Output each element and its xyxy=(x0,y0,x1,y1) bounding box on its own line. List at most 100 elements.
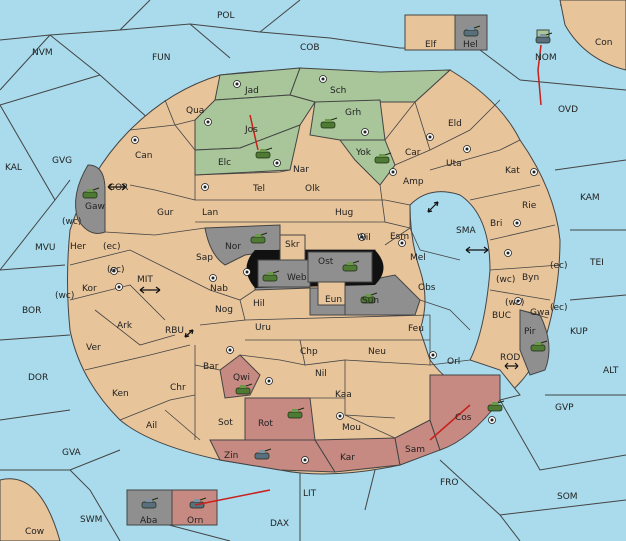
fleet-unit-icon[interactable] xyxy=(254,448,272,460)
sea-label-som: SOM xyxy=(557,492,578,502)
land-label-cow: Cow xyxy=(25,527,44,537)
sea-label-bor: BOR xyxy=(22,306,41,316)
land-label-sun: Sun xyxy=(362,296,379,306)
province-elf[interactable] xyxy=(404,14,456,51)
land-label-sot: Sot xyxy=(218,418,233,428)
sea-label-mvu: MVU xyxy=(35,243,56,253)
order-arrow-nom xyxy=(537,44,542,106)
sea-label-gvg: GVG xyxy=(52,156,72,166)
supply-center-icon xyxy=(504,249,512,257)
land-label-esm: Esm xyxy=(390,232,409,242)
supply-center-icon xyxy=(204,118,212,126)
land-label-uta: Uta xyxy=(446,159,462,169)
province-grh[interactable] xyxy=(309,99,386,141)
fleet-unit-icon[interactable] xyxy=(535,32,553,44)
land-label-orn: Orn xyxy=(187,516,203,526)
supply-centers xyxy=(110,75,538,464)
land-label-gur: Gur xyxy=(157,208,174,218)
army-unit-icon[interactable] xyxy=(374,152,392,164)
coast-label-byn-wc: (wc) xyxy=(496,275,515,285)
land-label-aba: Aba xyxy=(140,516,157,526)
land-label-nog: Nog xyxy=(215,305,233,315)
fleet-unit-icon[interactable] xyxy=(463,25,481,37)
army-unit-icon[interactable] xyxy=(287,407,305,419)
army-unit-icon[interactable] xyxy=(530,340,548,352)
land-label-mou: Mou xyxy=(342,423,361,433)
land-label-bar: Bar xyxy=(203,362,219,372)
province-gaw[interactable] xyxy=(75,164,106,234)
land-label-ver: Ver xyxy=(86,343,101,353)
land-label-pir: Pir xyxy=(524,327,536,337)
supply-center-icon xyxy=(488,416,496,424)
army-unit-icon[interactable] xyxy=(82,187,100,199)
province-yok[interactable] xyxy=(339,139,396,186)
army-unit-icon[interactable] xyxy=(235,383,253,395)
fleet-unit-icon[interactable] xyxy=(141,497,159,509)
land-label-bri: Bri xyxy=(490,219,502,229)
sea-label-gor: GOR xyxy=(108,183,128,193)
sea-label-rod: ROD xyxy=(500,353,520,363)
land-label-olk: Olk xyxy=(305,184,321,194)
army-unit-icon[interactable] xyxy=(342,260,360,272)
army-unit-icon[interactable] xyxy=(320,117,338,129)
sea-label-lit: LIT xyxy=(303,489,317,499)
supply-center-icon xyxy=(209,274,217,282)
land-label-qwi: Qwi xyxy=(233,373,250,383)
passage-arrows xyxy=(107,183,519,370)
supply-center-icon xyxy=(201,183,209,191)
supply-center-icon xyxy=(336,412,344,420)
coast-label-gwa-ec: (ec) xyxy=(550,303,568,313)
land-label-gwa: Gwa xyxy=(530,308,550,318)
land-label-elf: Elf xyxy=(425,40,437,50)
land-label-can: Can xyxy=(135,151,153,161)
land-label-her: Her xyxy=(70,242,86,252)
land-label-uru: Uru xyxy=(255,323,271,333)
land-label-qua: Qua xyxy=(186,106,204,116)
supply-center-icon xyxy=(530,168,538,176)
province-ost-inner[interactable] xyxy=(307,251,373,283)
land-label-byn: Byn xyxy=(522,273,539,283)
land-label-car: Car xyxy=(405,148,421,158)
land-label-grh: Grh xyxy=(345,108,361,118)
land-label-chp: Chp xyxy=(300,347,318,357)
land-borders xyxy=(69,69,561,441)
land-label-rie: Rie xyxy=(522,201,537,211)
supply-center-icon xyxy=(514,297,522,305)
land-label-zin: Zin xyxy=(224,451,238,461)
land-label-ost: Ost xyxy=(318,257,334,267)
sea-label-mit: MIT xyxy=(137,275,153,285)
army-unit-icon[interactable] xyxy=(250,232,268,244)
province-qwi[interactable] xyxy=(219,354,261,399)
units xyxy=(82,25,553,509)
supply-center-icon xyxy=(265,377,273,385)
supply-center-icon xyxy=(398,239,406,247)
coast-label-byn-ec: (ec) xyxy=(550,261,568,271)
land-label-jad: Jad xyxy=(244,86,259,96)
army-unit-icon[interactable] xyxy=(255,147,273,159)
province-pir[interactable] xyxy=(519,309,550,376)
land-label-sch: Sch xyxy=(330,86,346,96)
land-label-kaa: Kaa xyxy=(335,390,352,400)
province-eun-inner[interactable] xyxy=(317,281,346,306)
land-label-lan: Lan xyxy=(202,208,218,218)
labels: POL NVM FUN COB OVD KAL GVG GOR MVU MIT … xyxy=(5,11,619,537)
land-label-kor: Kor xyxy=(82,284,97,294)
army-unit-icon[interactable] xyxy=(487,400,505,412)
army-unit-icon[interactable] xyxy=(262,270,280,282)
sea-label-tei: TEI xyxy=(589,258,604,268)
province-cos[interactable] xyxy=(429,374,501,451)
land-label-obs: Obs xyxy=(418,283,436,293)
army-unit-icon[interactable] xyxy=(360,292,378,304)
supply-center-icon xyxy=(426,133,434,141)
province-zin[interactable] xyxy=(209,439,336,473)
sea-label-buc: BUC xyxy=(492,311,511,321)
land-label-kar: Kar xyxy=(340,453,355,463)
sea-label-alt: ALT xyxy=(603,366,619,376)
land-label-sap: Sap xyxy=(196,253,213,263)
province-rot[interactable] xyxy=(244,397,316,441)
land-label-nab: Nab xyxy=(210,284,228,294)
supply-center-icon xyxy=(273,159,281,167)
supply-center-icon xyxy=(115,283,123,291)
